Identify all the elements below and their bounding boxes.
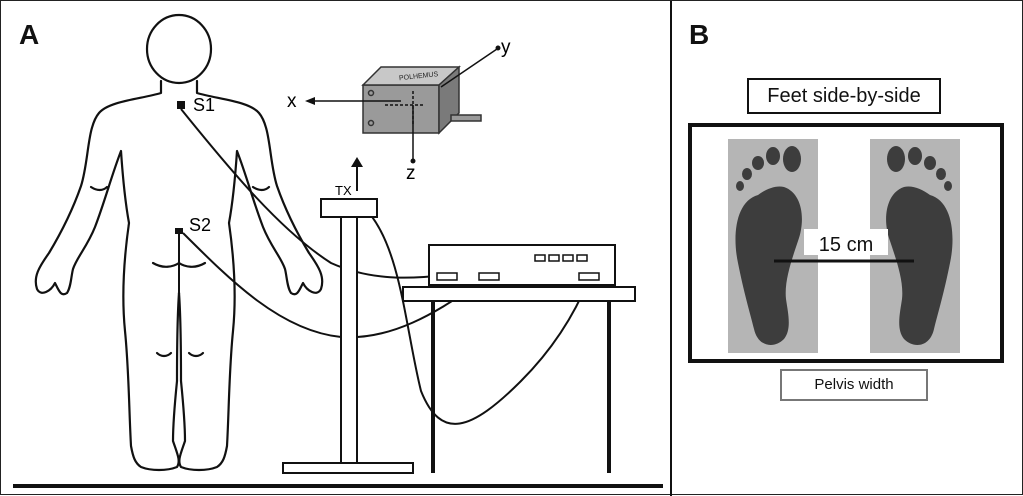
width-label-box: Pelvis width (780, 369, 928, 401)
cube-screw-2 (367, 119, 375, 127)
right-footprint (886, 146, 953, 345)
transmitter-stand (282, 198, 414, 474)
z-axis-end (410, 158, 416, 164)
panel-divider (670, 1, 672, 496)
axis-lines (313, 48, 498, 159)
panel-b-letter: B (689, 19, 710, 50)
left-footprint (735, 146, 802, 345)
cube-brand-label: POLHEMUS (399, 71, 439, 82)
unit-button-2 (548, 254, 560, 262)
y-axis-end (495, 45, 501, 51)
y-axis-label: y (501, 37, 511, 58)
z-axis-label: z (406, 163, 416, 184)
feet-diagram (688, 123, 1004, 363)
cable-s1 (180, 108, 447, 279)
cube-stem (450, 114, 482, 122)
y-axis-line (440, 48, 498, 88)
cable-transmitter (368, 212, 590, 425)
sensor-s1-marker (177, 101, 185, 109)
left-elbow-mark (89, 185, 109, 192)
transmitter-box (320, 198, 378, 218)
unit-button-4 (576, 254, 588, 262)
body-left-outline (34, 79, 181, 472)
stand-base (282, 462, 414, 474)
unit-port-2 (478, 272, 500, 281)
control-unit (428, 244, 616, 286)
sensor-s2-label: S2 (189, 215, 211, 235)
x-axis-label: x (287, 91, 297, 112)
cube-front (362, 84, 440, 134)
sensor-cube (361, 65, 482, 135)
distance-label-bg (804, 229, 888, 255)
body-right-outline (177, 79, 324, 472)
table-top (402, 286, 636, 302)
stance-label-box: Feet side-by-side (747, 78, 941, 114)
unit-button-1 (534, 254, 546, 262)
sensor-s1-label: S1 (193, 95, 215, 115)
panel-a-letter: A (19, 19, 40, 50)
human-figure (34, 13, 324, 472)
right-knee-mark (187, 351, 205, 358)
left-knee-mark (155, 351, 173, 358)
stand-pole (340, 216, 358, 464)
unit-button-3 (562, 254, 574, 262)
distance-label: 15 cm (818, 234, 874, 256)
transmitter-label: TX (335, 183, 352, 198)
unit-port-1 (436, 272, 458, 281)
sensor-s2-marker (175, 228, 183, 234)
x-axis-arrow (305, 97, 315, 105)
right-elbow-mark (251, 185, 271, 192)
head (145, 13, 213, 85)
table (402, 286, 636, 473)
unit-port-3 (578, 272, 600, 281)
transmitter-arrow-head (351, 157, 363, 167)
cube-screw-1 (367, 89, 375, 97)
panel-a-illustration: S1 S2 TX (13, 13, 663, 488)
